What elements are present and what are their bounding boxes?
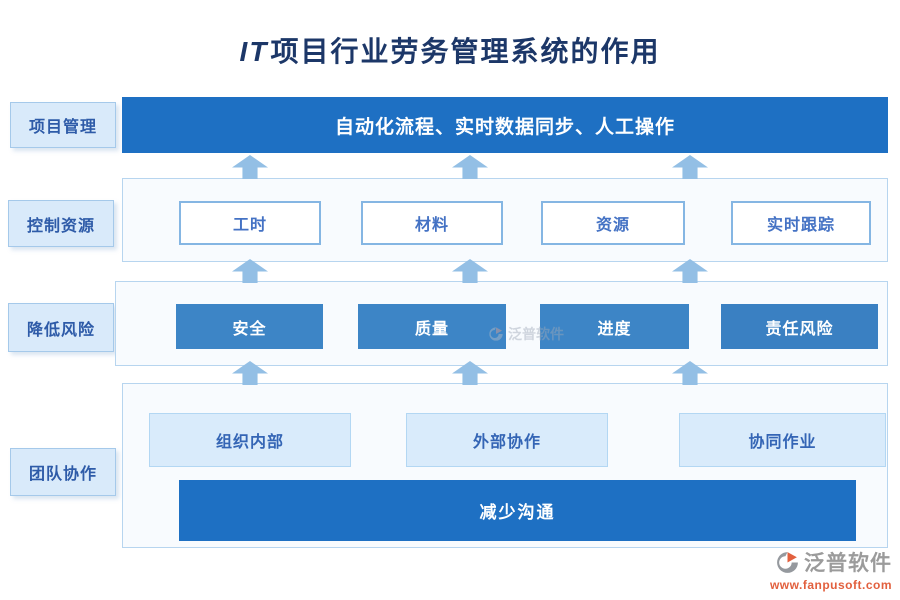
reduce-communication-bar: 减少沟通: [179, 480, 856, 541]
up-arrow-icon: [232, 155, 268, 179]
collab-box-internal: 组织内部: [149, 413, 351, 467]
box-text: 资源: [595, 217, 630, 234]
risk-box-responsibility: 责任风险: [721, 304, 878, 349]
row-label-control-resources: 控制资源: [8, 200, 114, 247]
collab-box-joint-work: 协同作业: [679, 413, 886, 467]
box-text: 工时: [232, 217, 267, 234]
row-label-text: 降低风险: [26, 321, 95, 339]
up-arrow-icon: [452, 259, 488, 283]
collab-box-external: 外部协作: [406, 413, 608, 467]
vendor-url: www.fanpusoft.com: [769, 578, 892, 592]
row-label-text: 项目管理: [28, 119, 97, 136]
resource-box-realtime-tracking: 实时跟踪: [731, 201, 871, 245]
box-text: 责任风险: [765, 320, 834, 338]
row-label-team-collaboration: 团队协作: [10, 448, 116, 496]
title-rest: 项目行业劳务管理系统的作用: [270, 36, 661, 67]
resource-box-resource: 资源: [541, 201, 685, 245]
resource-box-material: 材料: [361, 201, 503, 245]
up-arrow-icon: [672, 155, 708, 179]
automation-process-bar: 自动化流程、实时数据同步、人工操作: [122, 97, 888, 153]
risk-box-quality: 质量: [358, 304, 506, 349]
row-label-text: 团队协作: [28, 466, 97, 483]
risk-panel: 安全 质量 进度 责任风险: [115, 281, 888, 366]
resources-panel: 工时 材料 资源 实时跟踪: [122, 178, 888, 262]
automation-process-bar-text: 自动化流程、实时数据同步、人工操作: [334, 116, 675, 138]
box-text: 组织内部: [215, 434, 284, 451]
box-text: 协同作业: [748, 434, 817, 451]
box-text: 质量: [414, 320, 449, 338]
box-text: 外部协作: [472, 434, 541, 451]
up-arrow-icon: [672, 259, 708, 283]
up-arrow-icon: [452, 155, 488, 179]
resource-box-worktime: 工时: [179, 201, 321, 245]
row-label-project-management: 项目管理: [10, 102, 116, 148]
box-text: 安全: [232, 320, 267, 338]
title-prefix: IT: [239, 36, 269, 67]
vendor-logo-icon: [777, 551, 798, 573]
box-text: 进度: [597, 320, 632, 338]
box-text: 实时跟踪: [766, 217, 835, 234]
row-label-text: 控制资源: [26, 217, 95, 235]
box-text: 材料: [414, 217, 449, 234]
row-label-reduce-risk: 降低风险: [8, 303, 114, 352]
reduce-communication-text: 减少沟通: [479, 503, 556, 522]
risk-box-progress: 进度: [540, 304, 689, 349]
vendor-logo: 泛普软件 www.fanpusoft.com: [770, 547, 892, 592]
up-arrow-icon: [232, 259, 268, 283]
page-title: IT项目行业劳务管理系统的作用: [0, 30, 900, 70]
vendor-name: 泛普软件: [804, 552, 892, 575]
risk-box-safety: 安全: [176, 304, 323, 349]
collaboration-panel: 组织内部 外部协作 协同作业 减少沟通: [122, 383, 888, 548]
